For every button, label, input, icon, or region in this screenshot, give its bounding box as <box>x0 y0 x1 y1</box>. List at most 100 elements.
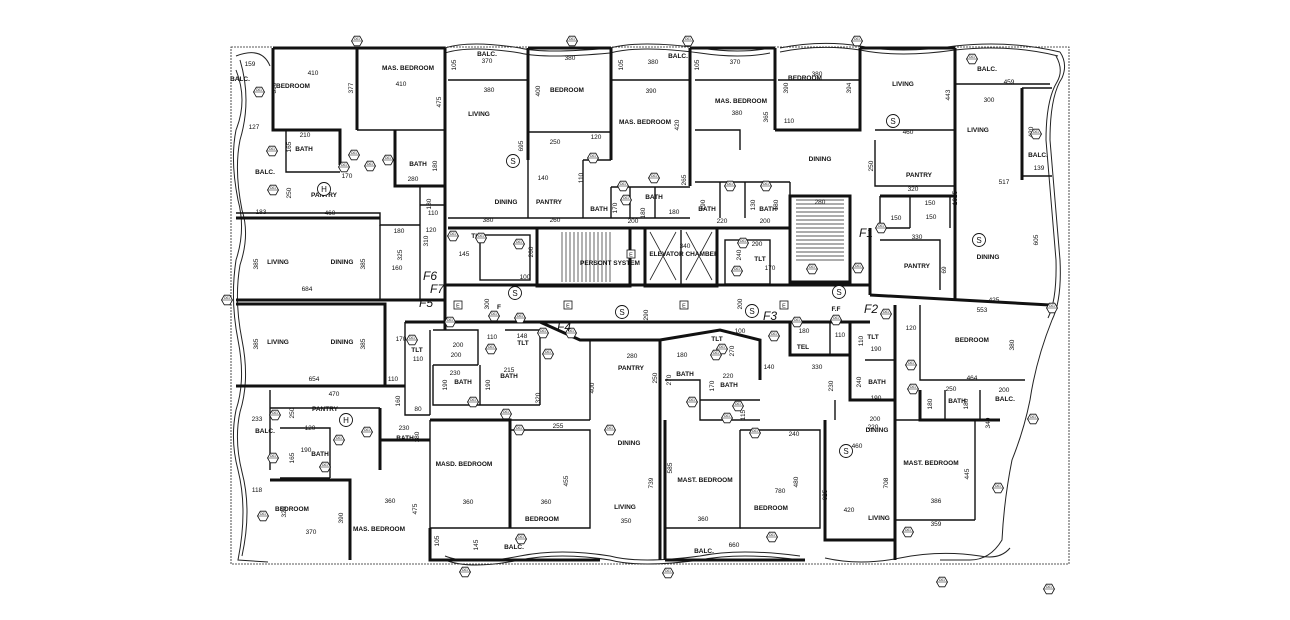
door-tag: D01 <box>515 533 527 545</box>
dimension-label: 708 <box>883 477 890 488</box>
door-tag: D01 <box>737 237 749 249</box>
room-label: BATH <box>500 373 518 380</box>
dimension-label: 200 <box>999 387 1010 394</box>
fire-exit-label: F3 <box>763 309 777 323</box>
room-label: BATH <box>720 382 738 389</box>
room-label: MAST. BEDROOM <box>903 460 958 467</box>
door-tag-code: D01 <box>1033 130 1039 134</box>
door-tag-code: D01 <box>1030 415 1036 419</box>
dimension-label: 660 <box>729 542 740 549</box>
door-tag: D01 <box>267 184 279 196</box>
room-label: BATH <box>311 451 329 458</box>
door-tag-code: D01 <box>569 37 575 41</box>
dimension-label: 330 <box>912 234 923 241</box>
door-tag: D01 <box>682 35 694 47</box>
door-tag-code: D01 <box>503 410 509 414</box>
dimension-label: 170 <box>765 265 776 272</box>
door-tag: D01 <box>1030 128 1042 140</box>
dimension-label: 380 <box>565 55 576 62</box>
dimension-label: 250 <box>550 139 561 146</box>
door-tag-code: D01 <box>256 88 262 92</box>
zone-marker: S <box>886 114 900 128</box>
dimension-label: 250 <box>652 372 659 383</box>
room-label: BALC. <box>694 548 714 555</box>
room-label: PANTRY <box>536 199 563 206</box>
room-label: BALC. <box>995 396 1015 403</box>
door-tag-code: D01 <box>518 535 524 539</box>
dimension-label: 280 <box>815 199 826 206</box>
dimension-label: 517 <box>999 179 1010 186</box>
dimension-label: 100 <box>520 274 531 281</box>
dimension-label: 460 <box>903 129 914 136</box>
dimension-label: 120 <box>906 325 917 332</box>
dimension-label: 475 <box>436 96 443 107</box>
fire-exit-label: F7 <box>430 282 445 296</box>
room-label: PANTRY <box>618 365 645 372</box>
door-tag-code: D01 <box>568 329 574 333</box>
door-tag-code: D01 <box>713 351 719 355</box>
dimension-label: 385 <box>253 258 260 269</box>
door-tag: D01 <box>266 145 278 157</box>
dimension-label: 443 <box>945 89 952 100</box>
dimension-label: 380 <box>648 59 659 66</box>
room-label: LIVING <box>868 515 890 522</box>
door-tag-code: D01 <box>910 385 916 389</box>
room-label: DINING <box>977 254 1000 261</box>
dimension-label: 145 <box>459 251 470 258</box>
zone-letter: S <box>510 157 515 166</box>
door-tag: D01 <box>768 330 780 342</box>
misc-label: F.F <box>831 306 840 313</box>
room-label: PANTRY <box>312 406 339 413</box>
door-tag-code: D01 <box>752 429 758 433</box>
door-tag-code: D01 <box>269 147 275 151</box>
zone-letter: S <box>619 308 624 317</box>
room-label: LIVING <box>967 127 989 134</box>
room-label: MAS. BEDROOM <box>382 65 434 72</box>
dimension-label: 110 <box>487 334 498 341</box>
dimension-label: 180 <box>432 160 439 171</box>
dimension-label: 200 <box>760 218 771 225</box>
door-tag-code: D01 <box>855 264 861 268</box>
door-tag: D01 <box>992 482 1004 494</box>
dimension-label: 105 <box>451 59 458 70</box>
dimension-label: 240 <box>789 431 800 438</box>
dimension-label: 200 <box>737 298 744 309</box>
zone-marker: H <box>317 182 331 196</box>
dimension-label: 445 <box>964 468 971 479</box>
dimension-label: 280 <box>408 176 419 183</box>
dimension-label: 220 <box>868 424 879 431</box>
dimension-label: 553 <box>977 307 988 314</box>
room-label: MAST. BEDROOM <box>677 477 732 484</box>
dimension-label: 110 <box>858 335 865 346</box>
door-tag: D01 <box>830 314 842 326</box>
door-tag-code: D01 <box>689 398 695 402</box>
room-label: BALC. <box>477 51 497 58</box>
dimension-label: 390 <box>646 88 657 95</box>
dimension-label: 394 <box>846 82 853 93</box>
door-tag-code: D01 <box>491 312 497 316</box>
dimension-label: 340 <box>985 417 992 428</box>
door-tag: D01 <box>604 424 616 436</box>
door-tag: D01 <box>513 424 525 436</box>
door-tag-code: D01 <box>665 569 671 573</box>
door-tag: D01 <box>724 180 736 192</box>
dimension-label: 390 <box>271 82 278 93</box>
door-tag-code: D01 <box>724 414 730 418</box>
room-label: BEDROOM <box>525 516 559 523</box>
room-label: BATH <box>396 435 414 442</box>
elevator-mark-letter: E <box>682 304 686 310</box>
door-tag: D01 <box>620 194 632 206</box>
dimension-label: 148 <box>517 333 528 340</box>
dimension-label: 190 <box>871 346 882 353</box>
zone-letter: S <box>976 236 981 245</box>
zone-letter: S <box>836 288 841 297</box>
dimension-label: 160 <box>395 395 402 406</box>
door-tag-code: D01 <box>620 182 626 186</box>
zone-marker: S <box>506 154 520 168</box>
dimension-label: 200 <box>870 416 881 423</box>
elevator-mark-letter: E <box>456 304 460 310</box>
dimension-label: 410 <box>396 81 407 88</box>
